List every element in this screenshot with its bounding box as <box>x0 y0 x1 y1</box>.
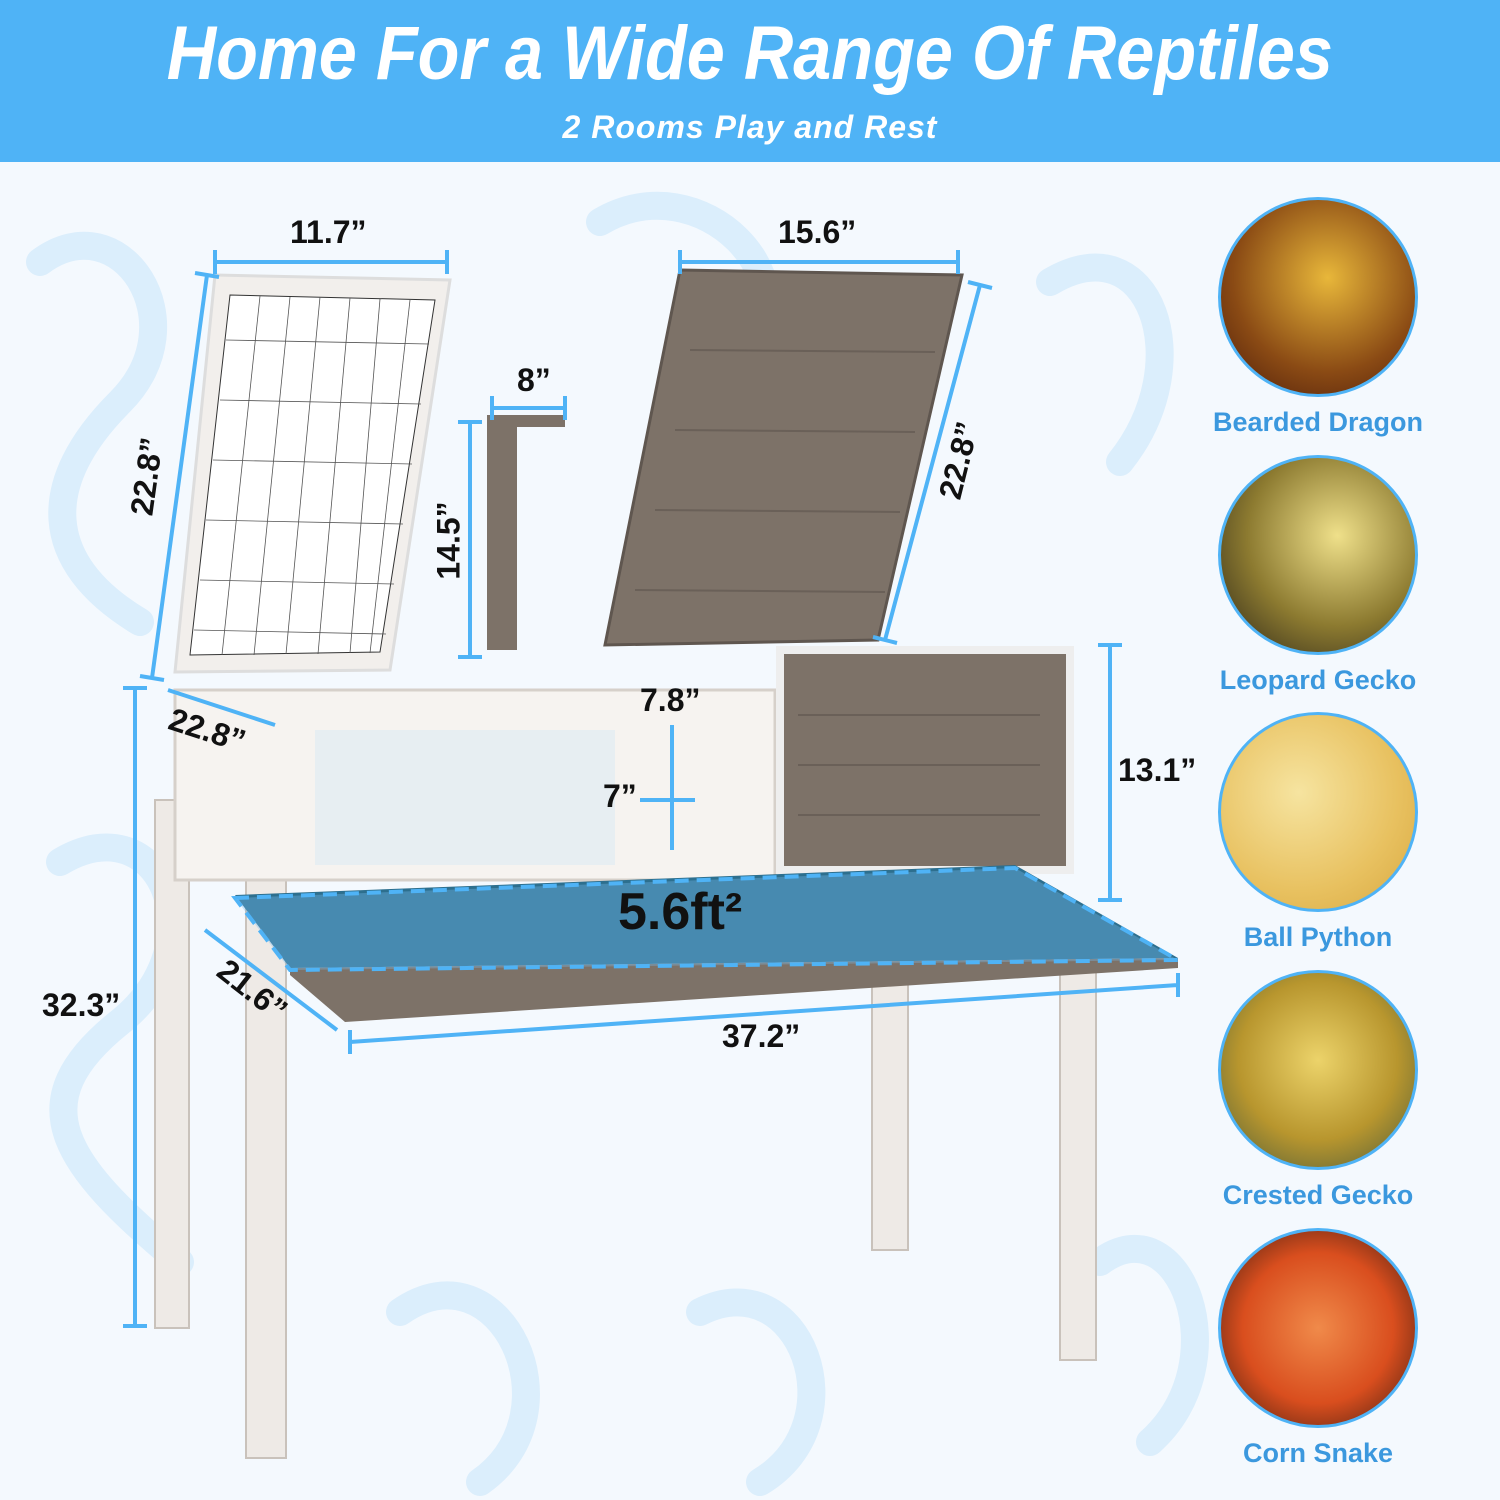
corn-snake-photo <box>1218 1228 1418 1428</box>
ramp <box>487 415 517 650</box>
clear-panel <box>315 730 615 865</box>
leopard-gecko-photo <box>1218 455 1418 655</box>
bearded-dragon-photo <box>1218 197 1418 397</box>
leg <box>871 979 909 1251</box>
dim-ramp-height: 14.5” <box>430 501 467 580</box>
animal-corn-snake: Corn Snake <box>1218 1228 1418 1468</box>
solid-lid <box>603 268 964 647</box>
animal-label: Bearded Dragon <box>1212 407 1424 437</box>
leg <box>1059 959 1097 1361</box>
dim-total-width: 37.2” <box>722 1018 801 1054</box>
animal-label: Crested Gecko <box>1222 1180 1414 1210</box>
dim-mesh-lid-width: 11.7” <box>290 214 367 250</box>
page-title: Home For a Wide Range Of Reptiles <box>166 11 1334 96</box>
crested-gecko-photo <box>1218 970 1418 1170</box>
dim-solid-lid-width: 15.6” <box>778 214 857 250</box>
dim-door-width: 7” <box>603 778 637 814</box>
dim-ramp-width: 8” <box>517 362 551 398</box>
page-subtitle: 2 Rooms Play and Rest <box>562 109 938 145</box>
ball-python-photo <box>1218 712 1418 912</box>
tray <box>235 865 1178 968</box>
leg <box>154 799 190 1329</box>
rest-room <box>776 646 1074 874</box>
animal-label: Corn Snake <box>1242 1438 1394 1468</box>
page-title-row: Home For a Wide Range Of Reptiles <box>0 8 1500 100</box>
animal-label: Ball Python <box>1243 922 1393 952</box>
dim-leg-height: 32.3” <box>42 987 121 1023</box>
animal-ball-python: Ball Python <box>1218 712 1418 952</box>
header-banner: Home For a Wide Range Of Reptiles 2 Room… <box>0 0 1500 162</box>
animal-leopard-gecko: Leopard Gecko <box>1218 455 1418 695</box>
dim-floor-area: 5.6ft² <box>618 883 743 941</box>
animal-crested-gecko: Crested Gecko <box>1218 970 1418 1210</box>
background-pattern <box>26 191 1209 1496</box>
dim-cabin-height: 13.1” <box>1118 752 1197 788</box>
dimension-lines <box>123 250 1180 1328</box>
floor-area-outline <box>231 865 1186 973</box>
animal-bearded-dragon: Bearded Dragon <box>1213 197 1423 437</box>
dim-middle-width: 7.8” <box>640 682 701 718</box>
animal-label: Leopard Gecko <box>1219 665 1417 695</box>
